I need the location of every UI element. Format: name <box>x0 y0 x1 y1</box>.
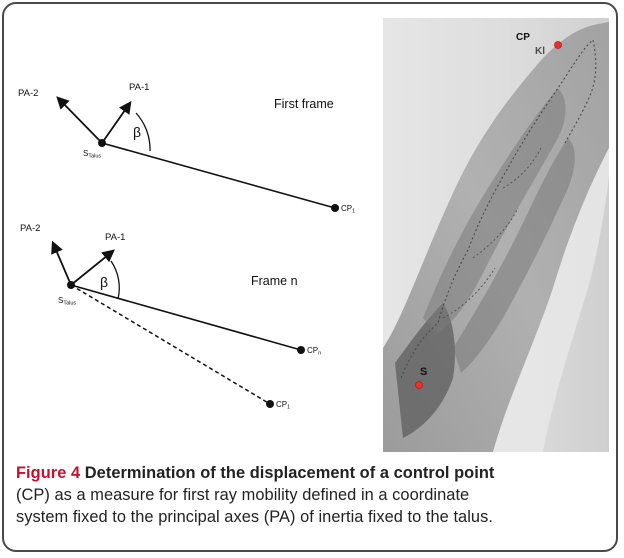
first-frame-origin-sub: Talus <box>88 154 101 160</box>
first-frame-title: First frame <box>274 97 334 111</box>
frame-n-pa2-axis <box>53 243 71 285</box>
frame-n-talus-cp1-dashed-line <box>71 285 270 404</box>
frame-n-diagram: PA-2 PA-1 β STalus CPn CP1 Frame n <box>20 223 321 411</box>
frame-n-cp1-sub: 1 <box>287 405 290 411</box>
frame-n-talus-point <box>67 281 75 289</box>
frame-n-cpn-sub: n <box>318 351 321 357</box>
frame-n-title: Frame n <box>251 274 298 288</box>
first-frame-cp1-sub: 1 <box>352 209 355 215</box>
frame-n-cpn-label: CP <box>307 346 318 355</box>
caption-line-3: system fixed to the principal axes (PA) … <box>16 506 614 528</box>
frame-n-pa1-label: PA-1 <box>105 232 125 243</box>
first-frame-beta-label: β <box>133 124 141 140</box>
s-marker <box>416 382 423 389</box>
svg-text:CP1: CP1 <box>276 400 290 411</box>
frame-n-origin-sub: Talus <box>63 301 76 307</box>
cp-partial-label: Kl <box>535 46 545 57</box>
svg-text:CPn: CPn <box>307 346 321 357</box>
cp-marker <box>555 42 562 49</box>
axes-diagram: PA-2 PA-1 β STalus CP1 First frame PA-2 … <box>8 18 380 446</box>
first-frame-cp1-point <box>331 204 339 212</box>
first-frame-talus-point <box>98 139 106 147</box>
svg-text:STalus: STalus <box>58 296 76 307</box>
frame-n-pa2-label: PA-2 <box>20 223 40 234</box>
frame-n-cp1-label: CP <box>276 400 287 409</box>
foot-xray-image: CP Kl S <box>383 18 609 452</box>
first-frame-pa2-axis <box>58 98 102 143</box>
s-label: S <box>420 366 427 378</box>
frame-n-talus-cpn-line <box>71 285 301 350</box>
svg-text:STalus: STalus <box>83 149 101 160</box>
first-frame-cp1-label: CP <box>341 204 352 213</box>
figure-caption: Figure 4 Determination of the displaceme… <box>16 462 614 552</box>
first-frame-pa1-label: PA-1 <box>129 82 149 93</box>
first-frame-pa2-label: PA-2 <box>18 88 38 99</box>
cp-label: CP <box>516 32 530 43</box>
figure-title: Determination of the displacement of a c… <box>80 464 494 482</box>
svg-text:CP1: CP1 <box>341 204 355 215</box>
first-frame-talus-cp-line <box>102 143 335 208</box>
frame-n-cpn-point <box>297 346 305 354</box>
first-frame-pa1-axis <box>102 103 130 143</box>
frame-n-cp1-point <box>266 400 274 408</box>
caption-line-2: (CP) as a measure for first ray mobility… <box>16 484 614 506</box>
frame-n-beta-label: β <box>100 274 108 290</box>
figure-label: Figure 4 <box>16 464 80 482</box>
first-frame-diagram: PA-2 PA-1 β STalus CP1 First frame <box>18 82 355 215</box>
frame-n-beta-arc <box>111 261 119 299</box>
